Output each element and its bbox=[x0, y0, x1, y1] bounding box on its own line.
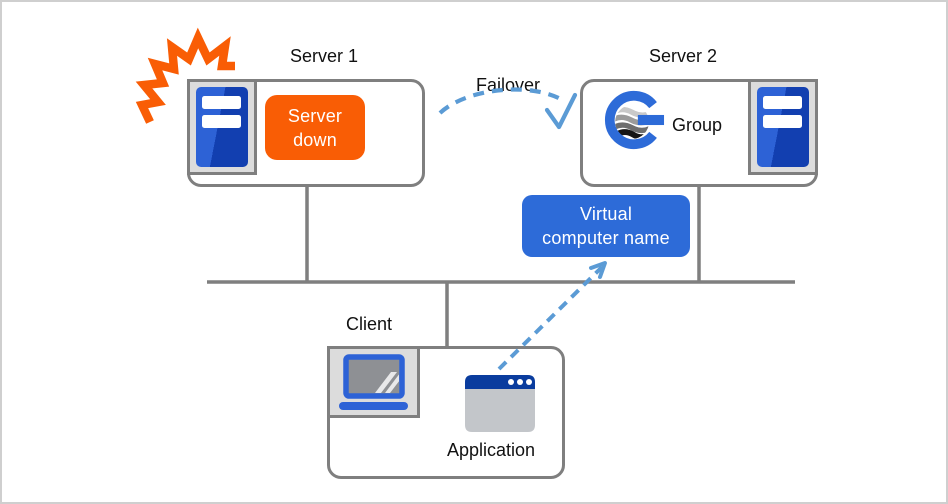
server-down-badge: Server down bbox=[265, 95, 365, 160]
virtual-computer-name-badge: Virtual computer name bbox=[522, 195, 690, 257]
laptop-icon bbox=[327, 346, 420, 418]
virtual-name-line1: Virtual bbox=[579, 204, 633, 224]
server1-label: Server 1 bbox=[289, 46, 359, 66]
server-tower-icon bbox=[187, 79, 257, 175]
application-label: Application bbox=[446, 440, 536, 460]
group-logo-icon bbox=[603, 89, 665, 151]
server-tower-icon bbox=[748, 79, 818, 175]
app-window-icon bbox=[465, 375, 535, 432]
failover-arrowhead bbox=[544, 92, 578, 130]
server2-label: Server 2 bbox=[648, 46, 718, 66]
client-label: Client bbox=[345, 314, 393, 334]
virtual-name-line2: computer name bbox=[542, 228, 670, 248]
application-arrowhead bbox=[589, 261, 607, 279]
failover-label: Failover bbox=[475, 75, 541, 95]
group-label: Group bbox=[672, 115, 723, 135]
server-down-line1: Server bbox=[287, 105, 343, 126]
server-down-line2: down bbox=[293, 129, 337, 150]
